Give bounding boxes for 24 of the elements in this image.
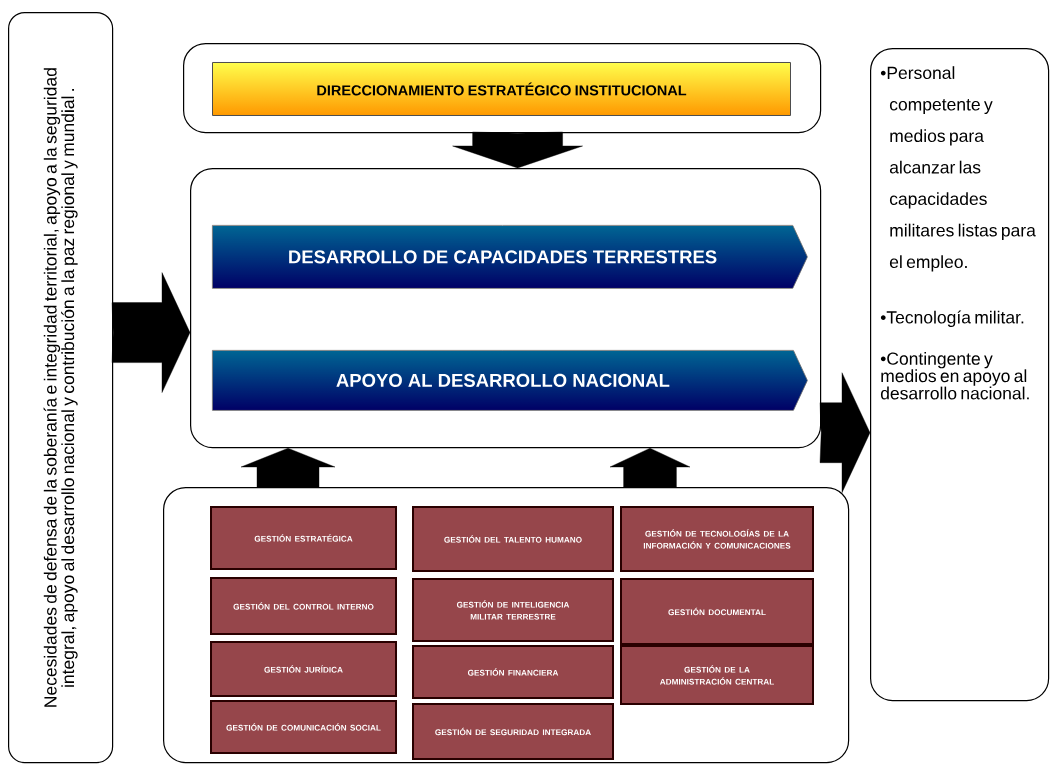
block-arrow [609,448,691,488]
process-box: GESTIÓN DOCUMENTAL [620,578,814,645]
input-box: Necesidades de defensa de la soberanía e integridad territorial, apoyo a la seguridad integral, apoyo al desarrollo nacional y contribución a la paz regional y mundial . [8,12,114,764]
process-box: GESTIÓN DE COMUNICACIÓN SOCIAL [210,700,397,754]
block-arrow [819,372,871,493]
process-box: GESTIÓN DE SEGURIDAD INTEGRADA [412,703,614,760]
block-arrow [240,448,336,488]
process-box: GESTIÓN DE TECNOLOGÍAS DE LA INFORMACIÓN Y COMUNICACIONES [620,506,814,572]
output-box: •Personal competente y medios para alcanzar las capacidades militares listas para el empleo. •Tecnología militar. •Contingente y medios en apoyo al desarrollo nacional. [870,48,1050,702]
chevron-banner: APOYO AL DESARROLLO NACIONAL [212,350,808,411]
frame-box [190,168,822,449]
process-box: GESTIÓN FINANCIERA [412,645,614,699]
process-box: GESTIÓN DE LA ADMINISTRACIÓN CENTRAL [620,645,814,705]
title-banner: DIRECCIONAMIENTO ESTRATÉGICO INSTITUCIONAL [212,62,791,116]
process-box: GESTIÓN JURÍDICA [210,641,397,697]
block-arrow [452,131,583,169]
frame-box [183,43,822,134]
process-box: GESTIÓN DEL CONTROL INTERNO [210,577,397,635]
block-arrow [111,272,191,393]
frame-box [163,487,850,764]
process-box: GESTIÓN DEL TALENTO HUMANO [412,506,614,572]
chevron-banner: DESARROLLO DE CAPACIDADES TERRESTRES [212,225,808,289]
process-box: GESTIÓN DE INTELIGENCIA MILITAR TERRESTRE [412,578,614,642]
process-box: GESTIÓN ESTRATÉGICA [210,506,397,570]
